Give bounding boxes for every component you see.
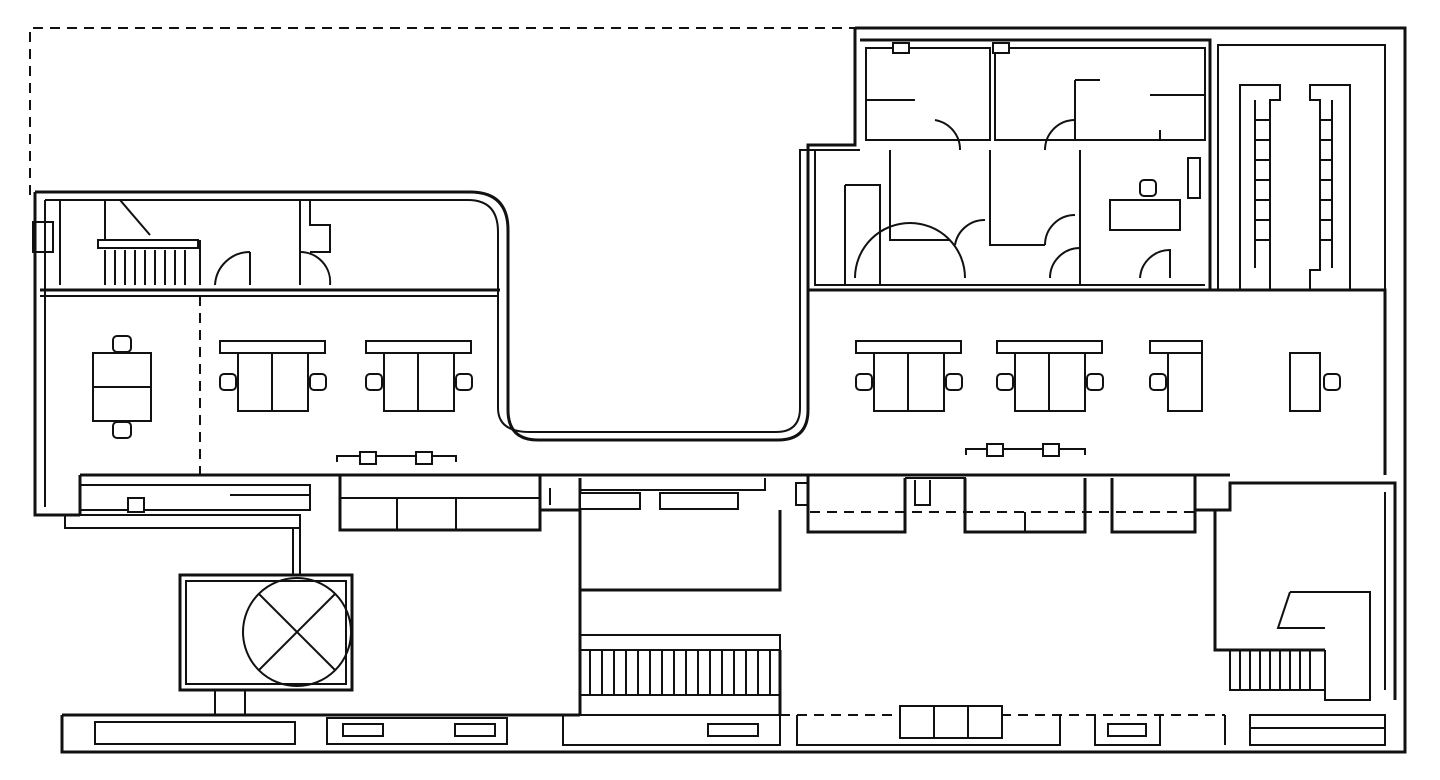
left-wing-walls — [33, 149, 860, 517]
right-desks — [808, 288, 1387, 475]
exhaust-fan — [242, 577, 352, 687]
middle-band — [64, 473, 1397, 700]
stair-room — [32, 199, 332, 286]
shelving — [1217, 44, 1386, 291]
outer-boundary — [29, 26, 1407, 754]
bottom-row — [62, 705, 1386, 746]
right-offices — [814, 38, 1212, 290]
left-desks — [92, 335, 473, 465]
lower-area — [178, 528, 1371, 716]
